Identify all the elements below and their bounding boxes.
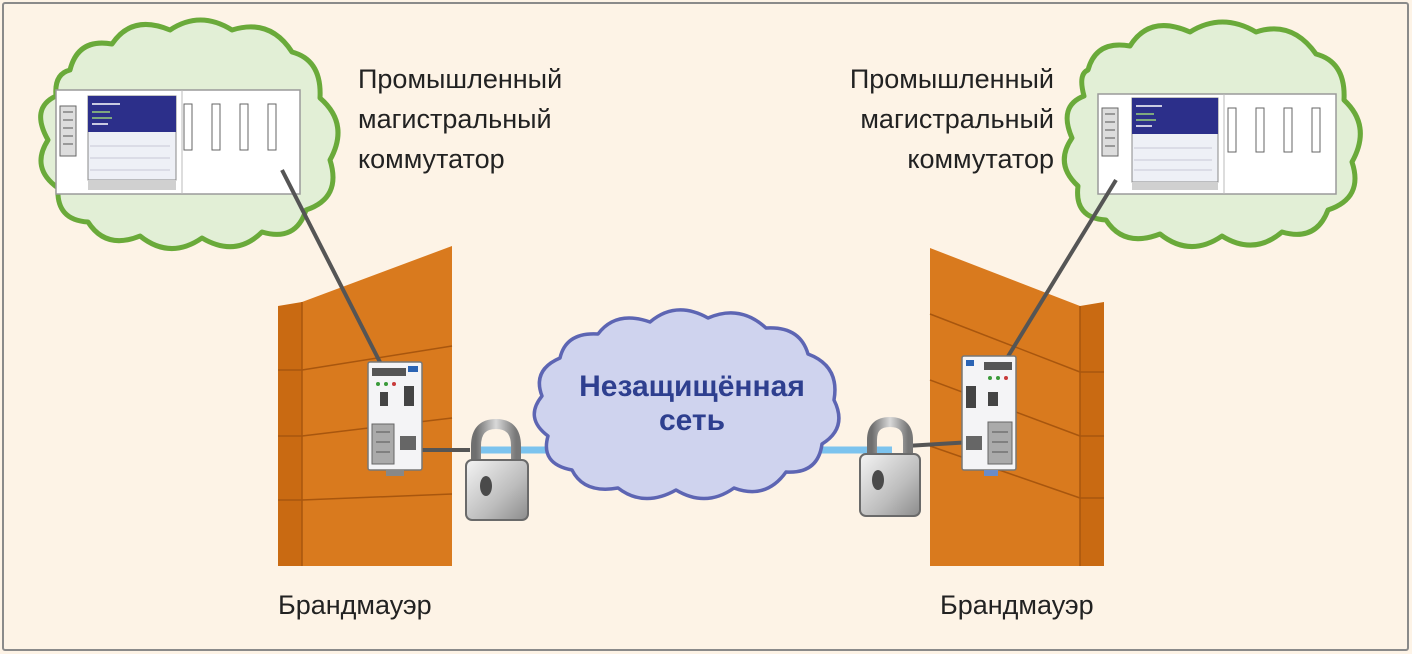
- left-switch-label-line-2: магистральный: [358, 104, 552, 134]
- left-padlock-icon: [465, 418, 529, 521]
- right-switch-label-line-1: Промышленный: [850, 64, 1054, 94]
- left-switch-label-line-3: коммутатор: [358, 144, 505, 174]
- left-firewall-device-icon: [367, 361, 423, 476]
- left-switch-label: Промышленный магистральный коммутатор: [358, 64, 562, 174]
- network-label-line-2: сеть: [659, 404, 725, 437]
- left-firewall-label: Брандмауэр: [278, 590, 432, 620]
- right-padlock-icon: [859, 416, 921, 517]
- left-uplink-cable: [280, 169, 388, 375]
- left-backbone-switch-icon: [55, 89, 301, 195]
- right-uplink-cable: [994, 178, 1118, 378]
- right-switch-label-line-2: магистральный: [860, 104, 1054, 134]
- right-backbone-switch-icon: [1097, 93, 1337, 195]
- right-switch-cloud: [1061, 19, 1363, 249]
- left-switch-label-line-1: Промышленный: [358, 64, 562, 94]
- right-firewall-device-icon: [961, 355, 1017, 476]
- left-switch-cloud: [38, 17, 341, 251]
- right-switch-label-line-3: коммутатор: [907, 144, 1054, 174]
- right-lock-cable: [905, 440, 973, 448]
- network-label-line-1: Незащищённая: [579, 370, 805, 403]
- right-switch-label: Промышленный магистральный коммутатор: [850, 64, 1054, 174]
- unsecured-network-cloud: Незащищённая сеть: [532, 308, 841, 501]
- right-firewall-label: Брандмауэр: [940, 590, 1094, 620]
